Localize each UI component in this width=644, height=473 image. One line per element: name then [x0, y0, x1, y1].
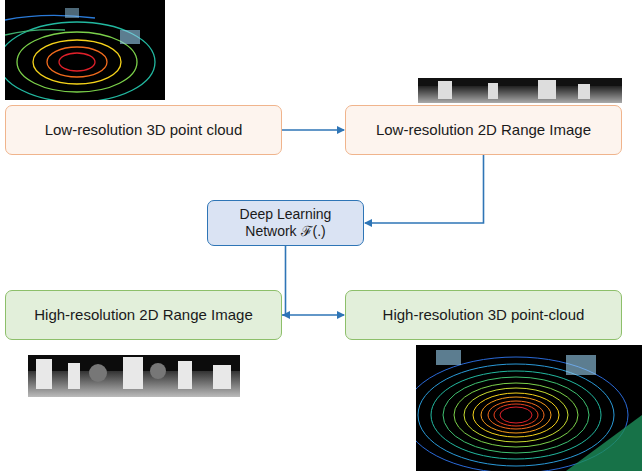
flow-arrow: [282, 314, 344, 316]
flow-arrow: [365, 155, 484, 223]
point-cloud-image: [416, 345, 642, 471]
node-label: Low-resolution 2D Range Image: [376, 121, 591, 139]
process-box: Low-resolution 3D point cloud: [5, 105, 282, 155]
process-box: High-resolution 2D Range Image: [5, 290, 282, 340]
flow-arrow: [282, 129, 344, 131]
network-box: Deep Learning Network ℱ(.): [207, 200, 364, 246]
point-cloud-image: [5, 0, 165, 100]
node-label: High-resolution 2D Range Image: [34, 306, 252, 324]
node-label: Deep Learning Network ℱ(.): [218, 206, 353, 240]
process-box: Low-resolution 2D Range Image: [345, 105, 622, 155]
range-image: [418, 78, 622, 103]
range-image: [28, 355, 240, 397]
node-label: High-resolution 3D point-cloud: [383, 306, 585, 324]
process-box: High-resolution 3D point-cloud: [345, 290, 622, 340]
flow-arrow: [283, 246, 286, 315]
node-label: Low-resolution 3D point cloud: [45, 121, 243, 139]
